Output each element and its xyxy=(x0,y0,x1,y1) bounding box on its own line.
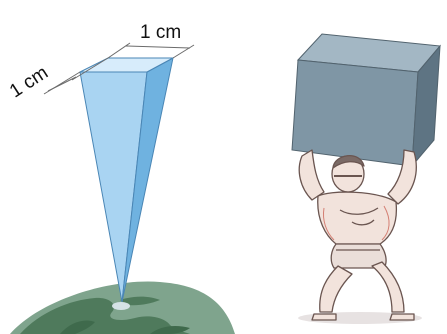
air-column-icon xyxy=(80,58,173,310)
top-side-label: 1 cm xyxy=(140,22,181,43)
person-lifting-icon xyxy=(298,150,422,324)
left-side-label: 1 cm xyxy=(6,62,52,102)
heavy-cube-icon xyxy=(292,34,440,166)
